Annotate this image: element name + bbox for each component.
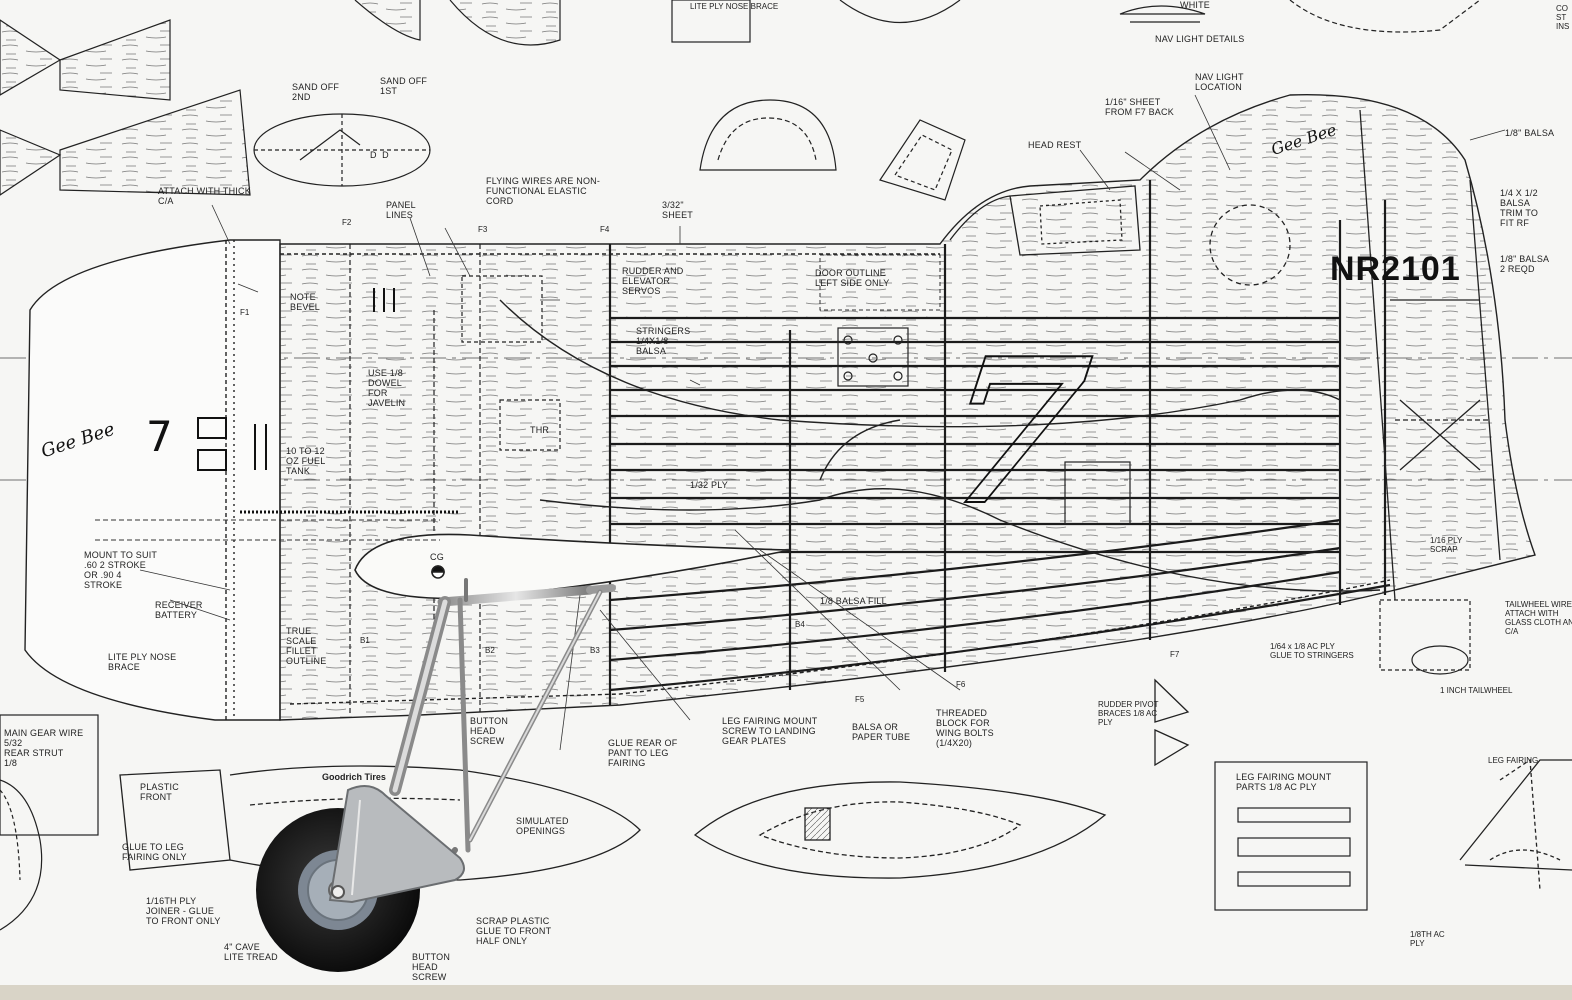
label-sand-off-1st: SAND OFF 1st (380, 76, 428, 96)
cowl-dashed-lines (95, 510, 460, 541)
station-b4: B4 (795, 620, 805, 629)
label-balsa-trim: 1/4 X 1/2 BALSA TRIM TO FIT RF (1500, 188, 1539, 228)
label-tailwheel: 1 INCH TAILWHEEL (1440, 686, 1513, 695)
label-leg-fairing-mount: LEG FAIRING MOUNT SCREW TO LANDING GEAR … (722, 716, 818, 746)
label-glue-rear-pant: GLUE REAR OF PANT TO LEG FAIRING (608, 738, 678, 768)
label-edge-co: CO ST INS (1556, 4, 1570, 31)
rudder-pivot-braces (1154, 678, 1190, 767)
left-edge-parts (0, 714, 99, 931)
door-outline (819, 254, 941, 311)
label-threaded-block: THREADED BLOCK FOR WING BOLTS (1/4X20) (936, 708, 994, 748)
gear-struts (389, 578, 616, 873)
leg-fairing-part (693, 781, 1107, 879)
label-balsa-paper-tube: BALSA OR PAPER TUBE (852, 722, 911, 742)
label-balsa-1-8: 1/8" BALSA (1505, 128, 1555, 138)
station-b1: B1 (360, 636, 370, 645)
label-use-dowel: USE 1/8 DOWEL FOR JAVELIN (368, 368, 406, 408)
label-receiver-battery: RECEIVER BATTERY (155, 600, 203, 620)
label-stringers: STRINGERS 1/4X1/8 BALSA (636, 326, 691, 356)
canopy-details (699, 99, 966, 201)
label-cg: CG (430, 552, 444, 562)
table-surface (0, 985, 1572, 1000)
label-head-rest: HEAD REST (1028, 140, 1082, 150)
label-dd: D D (370, 150, 389, 160)
station-f4: F4 (600, 225, 610, 234)
label-ac-ply-stringers: 1/64 x 1/8 AC PLY GLUE TO STRINGERS (1270, 642, 1354, 660)
parts-box (1214, 761, 1368, 911)
right-leg-fairing (1459, 758, 1572, 891)
label-thr: THR (530, 425, 550, 435)
label-nav-light-location: NAV LIGHT LOCATION (1195, 72, 1244, 92)
scallop-trim (499, 299, 1381, 592)
station-f3: F3 (478, 225, 488, 234)
rudder (1359, 109, 1501, 601)
label-flying-wires: FLYING WIRES ARE NON- FUNCTIONAL ELASTIC… (486, 176, 601, 206)
label-ac-ply-bottom: 1/8TH AC PLY (1410, 930, 1445, 948)
station-f7: F7 (1170, 650, 1180, 659)
label-rudder-servos: RUDDER AND ELEVATOR SERVOS (622, 266, 684, 296)
label-nav-light-details: NAV LIGHT DETAILS (1155, 34, 1245, 44)
station-f2: F2 (342, 218, 352, 227)
rib-section-oval (253, 113, 431, 187)
formers (608, 180, 1387, 705)
label-ply-1-32: 1/32 PLY (690, 480, 728, 490)
label-main-gear-wire: MAIN GEAR WIRE 5/32 REAR STRUT 1/8 (4, 728, 84, 768)
label-true-scale: TRUE SCALE FILLET OUTLINE (286, 626, 327, 666)
wheel-fork (328, 785, 465, 904)
station-f1: F1 (240, 308, 250, 317)
label-glue-to-leg: GLUE TO LEG FAIRING ONLY (122, 842, 187, 862)
label-leg-fairing-parts: LEG FAIRING MOUNT PARTS 1/8 AC PLY (1236, 772, 1332, 792)
label-simulated-openings: SIMULATED OPENINGS (516, 816, 569, 836)
cockpit (949, 185, 1291, 286)
label-scrap-plastic: SCRAP PLASTIC GLUE TO FRONT HALF ONLY (476, 916, 552, 946)
label-white: WHITE (1180, 0, 1210, 10)
label-ply-scrap: 1/16 PLY SCRAP (1430, 536, 1463, 554)
top-outlines (671, 0, 1481, 43)
label-balsa-fill: 1/8 BALSA FILL (820, 596, 887, 606)
label-fuel-tank: 10 TO 12 OZ FUEL TANK (286, 446, 326, 476)
label-lite-ply-nose-brace: LITE PLY NOSE BRACE (108, 652, 177, 672)
station-b3: B3 (590, 646, 600, 655)
cowl (24, 239, 281, 721)
label-sheet-3-32: 3/32" SHEET (662, 200, 694, 220)
label-tailwheel-wire: TAILWHEEL WIRE ATTACH WITH GLASS CLOTH A… (1505, 600, 1572, 636)
label-sheet-1-16: 1/16" SHEET FROM F7 BACK (1105, 97, 1174, 117)
label-panel-lines: PANEL LINES (386, 200, 416, 220)
tailwheel-detail (1379, 599, 1471, 675)
label-door-outline: DOOR OUTLINE LEFT SIDE ONLY (815, 268, 890, 288)
cowl-race-number: 7 (146, 412, 173, 461)
label-mount-to-suit: MOUNT TO SUIT .60 2 STROKE OR .90 4 STRO… (84, 550, 158, 590)
label-button-head-screw: BUTTON HEAD SCREW (470, 716, 509, 746)
label-rudder-pivot: RUDDER PIVOT BRACES 1/8 AC PLY (1098, 700, 1159, 727)
top-wing-ribs (0, 0, 561, 196)
label-leg-fairing: LEG FAIRING (1488, 756, 1539, 765)
label-note-bevel: NOTE BEVEL (290, 292, 321, 312)
label-balsa-2-reqd: 1/8" BALSA 2 REQD (1500, 254, 1550, 274)
label-sand-off-2nd: SAND OFF 2nd (292, 82, 340, 102)
label-lite-ply-nose-brace-top: LITE PLY NOSE BRACE (690, 2, 779, 11)
front-formers (349, 244, 481, 716)
servo-blocks (461, 275, 1131, 525)
station-f6: F6 (956, 680, 966, 689)
tire-sticker: Goodrich Tires (322, 772, 386, 782)
registration-number: NR2101 (1330, 250, 1461, 288)
cowl-decals (197, 288, 395, 471)
label-attach-thick: ATTACH WITH THICK C/A (158, 186, 251, 206)
station-b2: B2 (485, 646, 495, 655)
station-f5: F5 (855, 695, 865, 704)
label-plastic-front: PLASTIC FRONT (140, 782, 179, 802)
label-cave-lite-tread: 4" CAVE LITE TREAD (224, 942, 278, 962)
label-button-head-screw-2: BUTTON HEAD SCREW (412, 952, 451, 982)
label-ply-joiner: 1/16th PLY JOINER - GLUE TO FRONT ONLY (146, 896, 221, 926)
leader-lines (139, 94, 1506, 751)
